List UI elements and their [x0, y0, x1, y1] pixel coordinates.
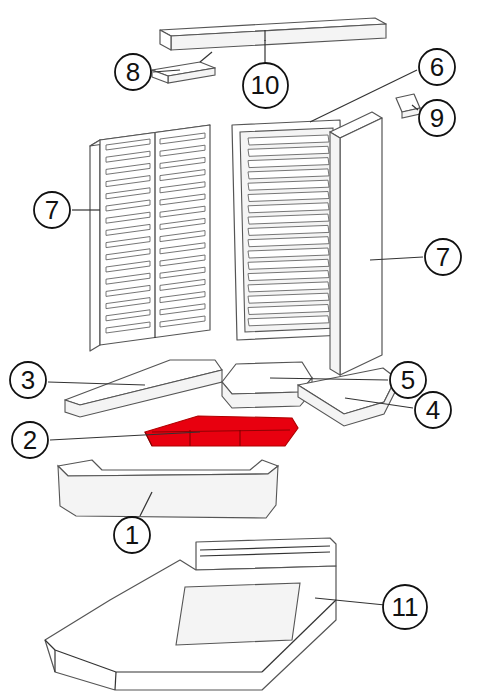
- callout-circle: 2: [11, 421, 49, 459]
- callout-number: 4: [414, 391, 452, 423]
- callout-number: 6: [418, 48, 456, 80]
- callout-circle: 11: [382, 584, 428, 630]
- callout-ring: [34, 192, 70, 228]
- left-deflector: [152, 52, 215, 83]
- callout-number: 5: [389, 361, 427, 393]
- callout-number: 9: [418, 99, 456, 131]
- left-side-panel: [90, 125, 210, 351]
- top-baffle: [160, 18, 386, 50]
- callout-ring: [419, 49, 455, 85]
- right-floor-brick: [298, 368, 396, 426]
- callout-circle: 10: [242, 62, 289, 109]
- callout-ring: [419, 100, 455, 136]
- callout-circle: 3: [9, 361, 47, 399]
- callout-circle: 7: [424, 238, 462, 276]
- callout-ring: [425, 239, 461, 275]
- callout-ring: [390, 362, 426, 398]
- callout-number: 3: [9, 361, 47, 393]
- callout-ring: [383, 585, 427, 629]
- callout-number: 2: [11, 421, 49, 453]
- callout-number: 10: [242, 62, 289, 99]
- base-plate: [45, 538, 336, 690]
- leader-lines: [48, 40, 423, 605]
- right-side-panel: [330, 112, 382, 375]
- callout-number: 7: [33, 191, 71, 223]
- callout-circle: 9: [418, 99, 456, 137]
- callout-circle: 6: [418, 48, 456, 86]
- callout-circle: 7: [33, 191, 71, 229]
- back-panel: [232, 120, 345, 340]
- callout-number: 11: [382, 584, 428, 620]
- callout-number: 1: [113, 516, 151, 548]
- front-bar: [58, 460, 278, 518]
- callout-circle: 8: [114, 53, 152, 91]
- grate-brick-highlighted: [145, 416, 298, 446]
- callout-number: 8: [114, 53, 152, 85]
- callout-ring: [114, 517, 150, 553]
- callout-ring: [415, 392, 451, 428]
- callout-circle: 1: [113, 516, 151, 554]
- left-floor-brick: [65, 360, 222, 417]
- callout-ring: [243, 63, 288, 108]
- callout-number: 7: [424, 238, 462, 270]
- callout-circle: 4: [414, 391, 452, 429]
- callout-ring: [12, 422, 48, 458]
- callout-ring: [10, 362, 46, 398]
- right-deflector: [396, 94, 420, 118]
- callout-ring: [115, 54, 151, 90]
- callout-circle: 5: [389, 361, 427, 399]
